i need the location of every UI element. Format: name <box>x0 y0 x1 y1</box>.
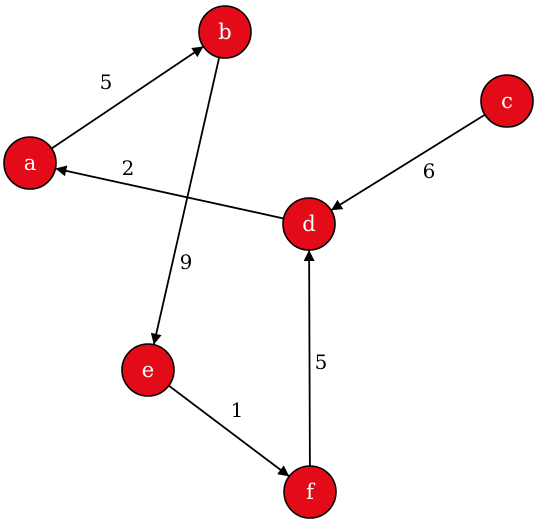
edges-layer: 5 2 6 9 1 5 <box>51 45 486 478</box>
edge-weight-a-b: 5 <box>100 70 113 94</box>
node-circle-d <box>282 197 336 251</box>
node-circle-f <box>283 465 337 519</box>
edge-c-d <box>330 113 486 212</box>
node-circle-b <box>198 5 252 59</box>
edge-weight-d-a: 2 <box>122 156 135 180</box>
nodes-layer: a b c d e f <box>3 5 534 519</box>
node-circle-a <box>3 136 57 190</box>
edge-b-e <box>150 57 221 345</box>
edge-d-a <box>55 165 284 220</box>
node-circle-c <box>480 74 534 128</box>
edge-f-d <box>303 249 315 467</box>
node-b: b <box>198 5 252 59</box>
node-label-e: e <box>142 358 154 382</box>
node-e: e <box>121 343 175 397</box>
node-label-a: a <box>24 151 37 175</box>
node-f: f <box>283 465 337 519</box>
node-c: c <box>480 74 534 128</box>
edge-weight-b-e: 9 <box>180 250 193 274</box>
node-label-f: f <box>306 480 316 504</box>
edge-weight-f-d: 5 <box>315 350 328 374</box>
node-label-b: b <box>218 20 231 44</box>
node-circle-e <box>121 343 175 397</box>
node-label-d: d <box>302 212 315 236</box>
edge-weight-c-d: 6 <box>423 159 436 183</box>
edge-a-b <box>51 45 204 150</box>
edge-weight-e-f: 1 <box>231 398 244 422</box>
node-d: d <box>282 197 336 251</box>
edge-e-f <box>168 384 290 478</box>
node-label-c: c <box>501 89 513 113</box>
node-a: a <box>3 136 57 190</box>
